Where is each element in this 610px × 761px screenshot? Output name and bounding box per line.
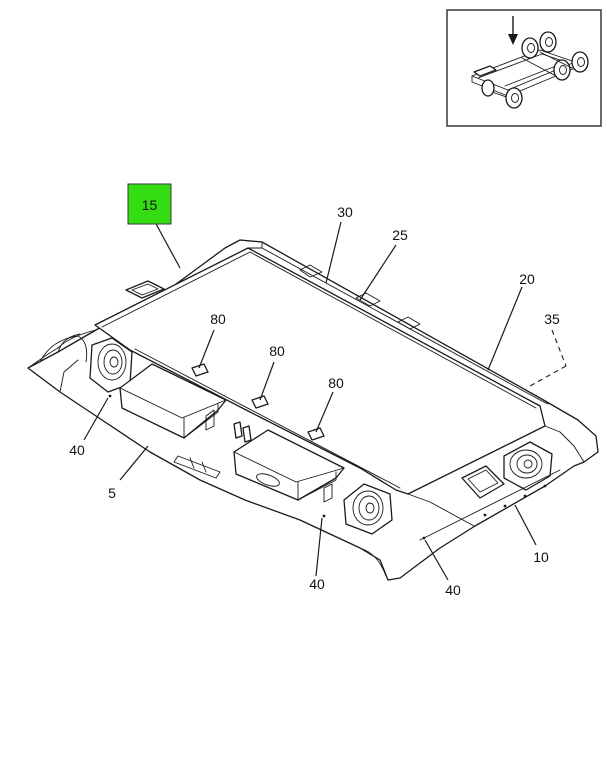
callout-40-right[interactable]: 40 (445, 582, 461, 598)
callout-20[interactable]: 20 (519, 271, 535, 287)
switch-pair (233, 421, 252, 443)
callout-15-label: 15 (142, 197, 158, 213)
callout-30[interactable]: 30 (337, 204, 353, 220)
callout-40-center[interactable]: 40 (309, 576, 325, 592)
callout-40-left[interactable]: 40 (69, 442, 85, 458)
arrow-down-icon (508, 16, 518, 45)
callout-15[interactable]: 15 (127, 183, 172, 225)
callout-5[interactable]: 5 (108, 485, 116, 501)
dome-light (125, 280, 165, 299)
callout-25[interactable]: 25 (392, 227, 408, 243)
left-console-box (119, 363, 227, 439)
callout-15-highlight (127, 183, 172, 225)
far-right-speaker (503, 441, 553, 491)
callout-80-right[interactable]: 80 (328, 375, 344, 391)
leader-lines (83, 221, 567, 581)
callout-10[interactable]: 10 (533, 549, 549, 565)
callout-35[interactable]: 35 (544, 311, 560, 327)
headliner-panel (94, 247, 546, 495)
center-console-box (233, 429, 345, 503)
locator-inset (446, 9, 602, 127)
vent-grille (461, 465, 505, 499)
right-speaker (343, 483, 393, 535)
truck-chassis-locator-icon (471, 31, 589, 109)
callout-80-middle[interactable]: 80 (269, 343, 285, 359)
headliner-assembly (27, 239, 599, 581)
left-speaker (89, 337, 133, 393)
callout-80-left[interactable]: 80 (210, 311, 226, 327)
